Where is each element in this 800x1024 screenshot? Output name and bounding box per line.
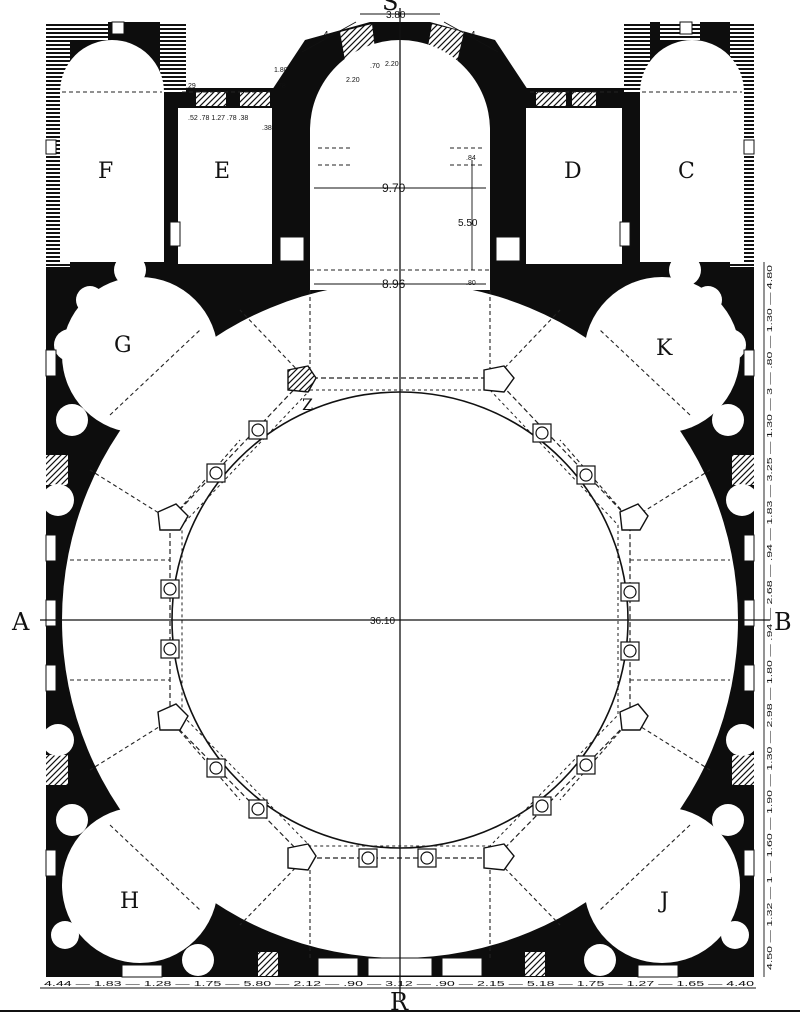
dim-top-width: 3.80	[386, 10, 406, 21]
dim-side-80: .80	[466, 280, 476, 287]
dim-bottom-chain: 4.44 — 1.83 — 1.28 — 1.75 — 5.80 — 2.12 …	[44, 981, 754, 988]
room-label-k: K	[656, 336, 673, 361]
room-label-f: F	[98, 159, 113, 184]
dim-top-right-slope: 4	[470, 30, 476, 41]
dim-apse-inner-1: 2.20	[346, 77, 360, 84]
dim-small-4: .38	[262, 125, 272, 132]
columns	[160, 420, 640, 868]
room-label-c: C	[678, 159, 695, 184]
piers	[157, 365, 649, 871]
axis-lines	[40, 8, 770, 1000]
dim-side-550: 5.50	[458, 218, 478, 229]
dim-right-chain: 4.50 — 1.32 — 1 — 1.60 — 1.90 — 1.30 — 2…	[767, 265, 774, 970]
dim-apse-inner-2: .70	[370, 63, 380, 70]
dim-small-2: .78	[276, 83, 286, 90]
room-label-j: J	[658, 889, 669, 914]
axis-label-s: S	[382, 0, 398, 16]
room-label-g: G	[114, 333, 132, 358]
dim-top-left-slope: 4	[323, 30, 329, 41]
room-label-d: D	[564, 159, 582, 184]
dimension-lines	[40, 13, 765, 989]
room-label-z: Z	[302, 395, 313, 414]
dim-apse-inner-3: 2.20	[385, 61, 399, 68]
room-label-h: H	[120, 889, 139, 914]
wall-niches	[42, 254, 758, 976]
axis-label-r: R	[390, 988, 409, 1016]
axis-label-a: A	[11, 608, 30, 636]
upper-rooms	[60, 40, 744, 264]
dim-chain-top-left: .52 .78 1.27 .78 .38	[188, 115, 248, 122]
room-label-e: E	[214, 159, 230, 184]
radial-guides	[70, 290, 730, 960]
dim-main-span: 36.10	[370, 616, 395, 627]
dim-width-lower: 8.96	[382, 277, 406, 291]
dim-small-3: .29	[186, 83, 196, 90]
dim-width-upper: 9.70	[382, 181, 406, 195]
dim-side-84: .84	[466, 155, 476, 162]
axis-label-b: B	[774, 608, 792, 636]
corner-exedrae	[62, 277, 740, 963]
dim-small-1: 1.80	[274, 67, 288, 74]
page-rule	[0, 1010, 800, 1012]
